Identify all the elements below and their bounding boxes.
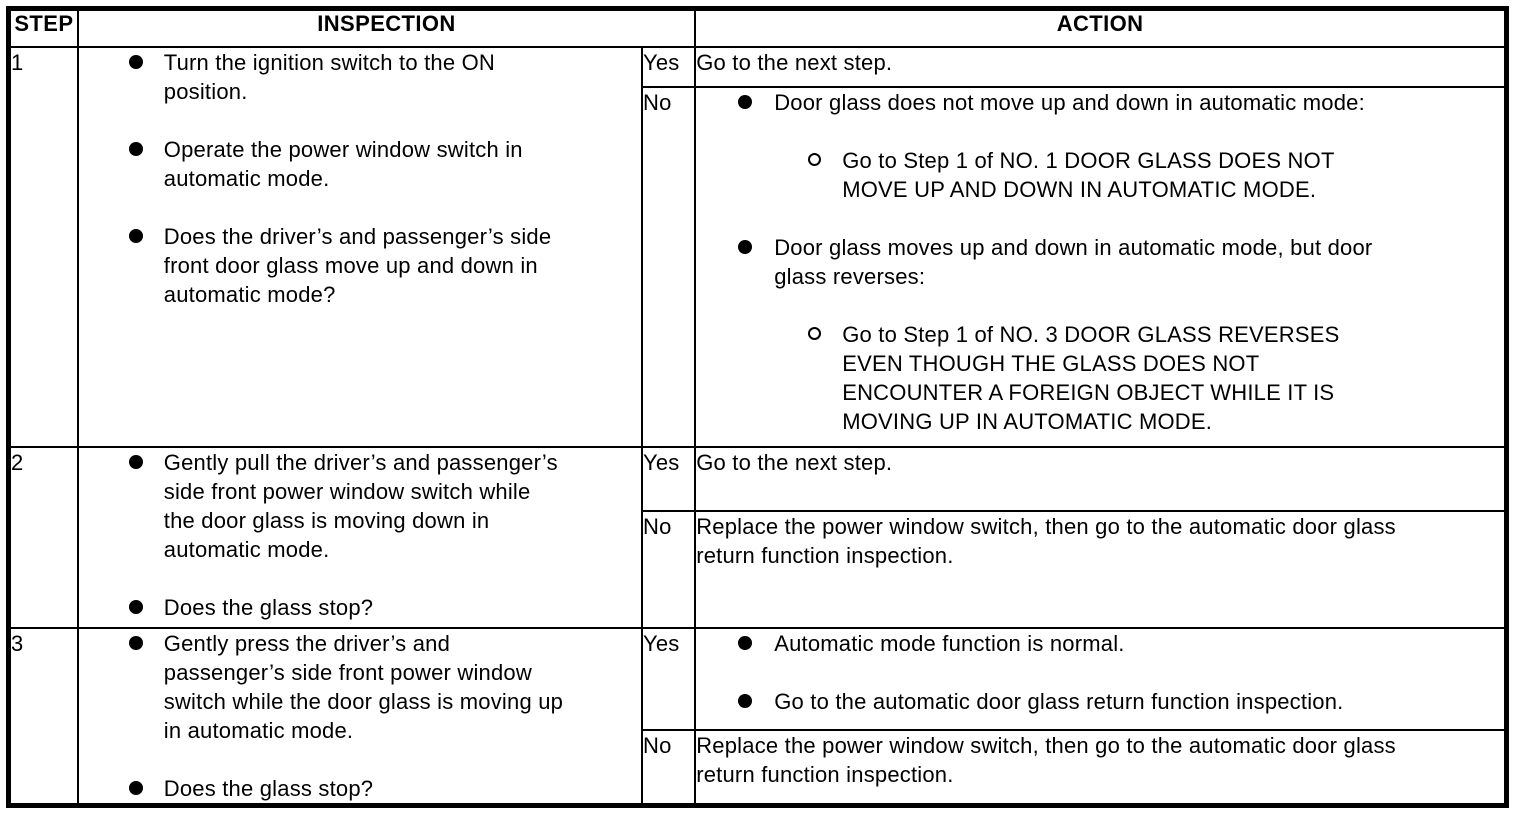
action-no-cell: Replace the power window switch, then go… xyxy=(694,509,1508,629)
bullet-item: Gently press the driver’s and passenger’… xyxy=(128,630,640,745)
bullet-item: Door glass moves up and down in automati… xyxy=(738,233,1504,291)
filled-circle-bullet-icon xyxy=(128,141,143,156)
filled-circle-bullet-icon xyxy=(128,454,143,469)
bullet-text: Gently press the driver’s and passenger’… xyxy=(163,630,564,743)
step-1-yes-row: 1 Turn the ignition switch to the ON pos… xyxy=(7,45,1508,448)
no-label-cell: No xyxy=(641,728,697,807)
bullet-text: Does the glass stop? xyxy=(163,594,374,620)
bullet-item: Operate the power window switch in autom… xyxy=(128,135,640,193)
header-row: STEP INSPECTION ACTION xyxy=(7,7,1508,48)
step-3-yes-row: 3 Gently press the driver’s and passenge… xyxy=(7,626,1508,807)
filled-circle-bullet-icon xyxy=(128,599,143,614)
bullet-item: Does the glass stop? xyxy=(128,593,640,622)
bullet-text: Does the driver’s and passenger’s side f… xyxy=(163,223,552,307)
step-number-cell: 2 xyxy=(7,445,79,629)
column-header-inspection: INSPECTION xyxy=(76,7,697,48)
bullet-item: Does the glass stop? xyxy=(128,774,640,803)
inspection-cell: Gently press the driver’s and passenger’… xyxy=(76,626,644,807)
bullet-item: Door glass does not move up and down in … xyxy=(738,89,1504,117)
action-yes-cell: Go to the next step. xyxy=(694,45,1508,88)
bullet-item: Go to the automatic door glass return fu… xyxy=(738,687,1504,716)
filled-circle-bullet-icon xyxy=(738,635,753,650)
step-3-no-row: No Replace the power window switch, then… xyxy=(9,728,1508,807)
step-2-no-row: No Replace the power window switch, then… xyxy=(9,509,1508,629)
step-1-no-row: No Door glass does not move up and down … xyxy=(9,85,1508,448)
action-yes-cell: Automatic mode function is normal. Go to … xyxy=(694,626,1508,731)
no-label-cell: No xyxy=(641,509,697,629)
bullet-text: Go to Step 1 of NO. 3 DOOR GLASS REVERSE… xyxy=(842,321,1340,434)
bullet-item: Turn the ignition switch to the ON posit… xyxy=(128,49,640,106)
yes-label-cell: Yes xyxy=(641,626,697,731)
action-text: Go to the next step. xyxy=(696,49,893,75)
step-number-cell: 1 xyxy=(7,45,79,448)
bullet-text: Gently pull the driver’s and passenger’s… xyxy=(163,449,558,562)
action-yes-cell: Go to the next step. xyxy=(694,445,1508,512)
bullet-text: Operate the power window switch in autom… xyxy=(163,136,523,191)
bullet-text: Door glass does not move up and down in … xyxy=(774,89,1365,115)
hollow-circle-bullet-icon xyxy=(808,326,822,340)
bullet-item: Automatic mode function is normal. xyxy=(738,630,1504,658)
troubleshooting-table: STEP INSPECTION ACTION 1 Turn the igniti… xyxy=(6,6,1509,808)
filled-circle-bullet-icon xyxy=(738,94,753,109)
action-no-cell: Replace the power window switch, then go… xyxy=(694,728,1508,807)
filled-circle-bullet-icon xyxy=(128,54,143,69)
bullet-text: Automatic mode function is normal. xyxy=(774,630,1125,656)
sub-bullet-item: Go to Step 1 of NO. 3 DOOR GLASS REVERSE… xyxy=(808,320,1504,436)
yes-label-cell: Yes xyxy=(641,45,697,88)
bullet-text: Go to the automatic door glass return fu… xyxy=(774,688,1344,714)
action-text: Replace the power window switch, then go… xyxy=(696,732,1396,787)
yes-label-cell: Yes xyxy=(641,445,697,512)
bullet-item: Does the driver’s and passenger’s side f… xyxy=(128,222,640,309)
filled-circle-bullet-icon xyxy=(738,239,753,254)
column-header-action: ACTION xyxy=(694,7,1508,48)
bullet-text: Go to Step 1 of NO. 1 DOOR GLASS DOES NO… xyxy=(842,147,1335,202)
action-text: Go to the next step. xyxy=(696,449,893,475)
inspection-cell: Turn the ignition switch to the ON posit… xyxy=(76,45,644,448)
no-label-cell: No xyxy=(641,85,697,448)
column-header-step: STEP xyxy=(7,7,79,48)
action-no-cell: Door glass does not move up and down in … xyxy=(694,85,1508,448)
inspection-cell: Gently pull the driver’s and passenger’s… xyxy=(76,445,644,629)
filled-circle-bullet-icon xyxy=(738,693,753,708)
bullet-text: Does the glass stop? xyxy=(163,775,374,801)
bullet-item: Gently pull the driver’s and passenger’s… xyxy=(128,449,640,564)
step-2-yes-row: 2 Gently pull the driver’s and passenger… xyxy=(7,445,1508,629)
action-text: Replace the power window switch, then go… xyxy=(696,513,1396,568)
bullet-text: Turn the ignition switch to the ON posit… xyxy=(163,49,496,104)
bullet-text: Door glass moves up and down in automati… xyxy=(774,234,1373,289)
filled-circle-bullet-icon xyxy=(128,780,143,795)
filled-circle-bullet-icon xyxy=(128,635,143,650)
hollow-circle-bullet-icon xyxy=(808,152,822,166)
filled-circle-bullet-icon xyxy=(128,228,143,243)
sub-bullet-item: Go to Step 1 of NO. 1 DOOR GLASS DOES NO… xyxy=(808,146,1504,204)
step-number-cell: 3 xyxy=(7,626,79,807)
